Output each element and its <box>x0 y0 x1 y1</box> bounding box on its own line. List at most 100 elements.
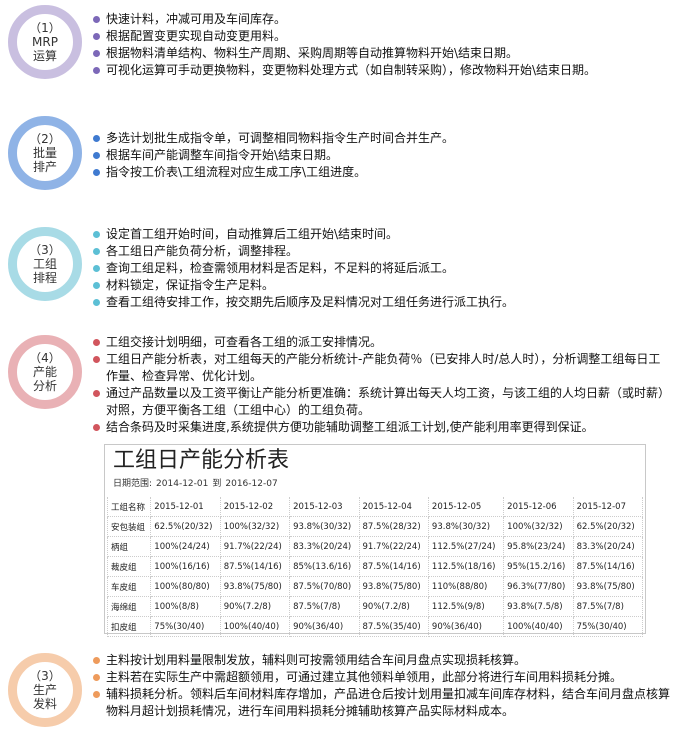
feature-list: 多选计划批生成指令单，可调整相同物料指令生产时间合并生产。 根据车间产能调整车间… <box>92 130 670 181</box>
list-item: 快速计料，冲减可用及车间库存。 <box>92 11 670 28</box>
capacity-cell: 100%(16/16) <box>150 556 221 577</box>
item-text: 通过产品数量以及工资平衡让产能分析更准确：系统计算出每天人均工资，与该工组的人均… <box>106 386 671 417</box>
group-name-cell: 安包装组 <box>106 516 152 537</box>
bullet-icon <box>93 67 100 74</box>
feature-list: 快速计料，冲减可用及车间库存。 根据配置变更实现自动变更用料。 根据物料清单结构… <box>92 11 670 79</box>
item-text: 各工组日产能负荷分析，调整排程。 <box>106 244 299 258</box>
bullet-icon <box>93 50 100 57</box>
bullet-icon <box>93 265 100 272</box>
bullet-icon <box>93 674 100 681</box>
item-text: 根据物料清单结构、物料生产周期、采购周期等自动推算物料开始\结束日期。 <box>106 46 519 60</box>
date-to: 2016-12-07 <box>225 479 278 489</box>
capacity-cell: 83.3%(20/24) <box>572 536 644 557</box>
item-text: 根据车间产能调整车间指令开始\结束日期。 <box>106 148 339 162</box>
capacity-cell: 91.7%(22/24) <box>358 536 429 557</box>
capacity-cell: 93.8%(75/80) <box>572 576 644 597</box>
list-item: 主料按计划用料量限制发放，辅料则可按需领用结合车间月盘点实现损耗核算。 <box>92 652 670 669</box>
section-number: （3） <box>29 669 61 683</box>
section-number: （1） <box>29 21 61 35</box>
capacity-cell: 100%(32/32) <box>219 516 291 537</box>
section-badge: （4） 产能 分析 <box>8 335 82 409</box>
list-item: 根据配置变更实现自动变更用料。 <box>92 28 670 45</box>
capacity-cell: 100%(32/32) <box>503 516 574 537</box>
capacity-cell: 83.3%(20/24) <box>289 536 360 557</box>
section-number: （3） <box>29 243 61 257</box>
section-title: MRP 运算 <box>32 35 58 63</box>
item-text: 主料按计划用料量限制发放，辅料则可按需领用结合车间月盘点实现损耗核算。 <box>106 653 527 667</box>
bullet-icon <box>93 390 100 397</box>
feature-list: 工组交接计划明细，可查看各工组的派工安排情况。 工组日产能分析表，对工组每天的产… <box>92 334 670 436</box>
capacity-cell: 75%(30/40) <box>150 616 221 637</box>
column-header-date: 2015-12-07 <box>572 497 644 517</box>
section-badge: （3） 生产 发料 <box>8 653 82 727</box>
list-item: 设定首工组开始时间，自动推算后工组开始\结束时间。 <box>92 226 670 243</box>
capacity-cell: 110%(88/80) <box>427 576 505 597</box>
list-item: 指令按工价表\工组流程对应生成工序\工组进度。 <box>92 164 670 181</box>
capacity-cell: 93.8%(75/80) <box>219 576 291 597</box>
bullet-icon <box>93 169 100 176</box>
item-text: 材料锁定，保证指令生产足料。 <box>106 278 275 292</box>
capacity-cell: 85%(13.6/16) <box>289 556 360 577</box>
capacity-cell: 87.5%(14/16) <box>219 556 291 577</box>
capacity-cell: 93.8%(30/32) <box>289 516 360 537</box>
item-text: 查询工组足料，检查需领用材料是否足料，不足料的将延后派工。 <box>106 261 455 275</box>
bullet-icon <box>93 299 100 306</box>
bullet-icon <box>93 231 100 238</box>
capacity-cell: 90%(7.2/8) <box>358 596 429 617</box>
capacity-cell: 112.5%(27/24) <box>427 536 505 557</box>
group-name-cell: 车皮组 <box>106 576 152 597</box>
capacity-cell: 90%(36/40) <box>427 616 505 637</box>
capacity-cell: 100%(8/8) <box>150 596 221 617</box>
item-text: 可视化运算可手动更换物料，变更物料处理方式（如自制转采购），修改物料开始\结束日… <box>106 63 597 77</box>
item-text: 工组交接计划明细，可查看各工组的派工安排情况。 <box>106 335 383 349</box>
capacity-cell: 93.8%(30/32) <box>427 516 505 537</box>
item-text: 多选计划批生成指令单，可调整相同物料指令生产时间合并生产。 <box>106 131 455 145</box>
list-item: 查询工组足料，检查需领用材料是否足料，不足料的将延后派工。 <box>92 260 670 277</box>
column-header-date: 2015-12-01 <box>150 497 221 517</box>
bullet-icon <box>93 152 100 159</box>
item-text: 设定首工组开始时间，自动推算后工组开始\结束时间。 <box>106 227 399 241</box>
date-range-label: 日期范围: <box>113 479 153 489</box>
list-item: 结合条码及时采集进度,系统提供方便功能辅助调整工组派工计划,使产能利用率更得到保… <box>92 419 670 436</box>
capacity-cell: 75%(30/40) <box>572 616 644 637</box>
capacity-cell: 95.8%(23/24) <box>503 536 574 557</box>
item-text: 快速计料，冲减可用及车间库存。 <box>106 12 287 26</box>
column-header-date: 2015-12-04 <box>358 497 429 517</box>
capacity-cell: 90%(36/40) <box>289 616 360 637</box>
list-item: 辅料损耗分析。领料后车间材料库存增加，产品进仓后按计划用量扣减车间库存材料，结合… <box>92 686 670 720</box>
list-item: 根据物料清单结构、物料生产周期、采购周期等自动推算物料开始\结束日期。 <box>92 45 670 62</box>
section-title: 工组 排程 <box>32 257 57 285</box>
column-header-date: 2015-12-02 <box>219 497 291 517</box>
capacity-cell: 91.7%(22/24) <box>219 536 291 557</box>
date-from: 2014-12-01 <box>156 479 209 489</box>
feature-list: 设定首工组开始时间，自动推算后工组开始\结束时间。 各工组日产能负荷分析，调整排… <box>92 226 670 311</box>
section-title: 产能 分析 <box>32 365 57 393</box>
group-name-cell: 柄组 <box>106 536 152 557</box>
report-title: 工组日产能分析表 <box>113 448 290 473</box>
bullet-icon <box>93 16 100 23</box>
capacity-cell: 87.5%(14/16) <box>572 556 644 577</box>
list-item: 材料锁定，保证指令生产足料。 <box>92 277 670 294</box>
capacity-cell: 93.8%(7.5/8) <box>503 596 574 617</box>
capacity-cell: 87.5%(70/80) <box>289 576 360 597</box>
capacity-cell: 93.8%(75/80) <box>358 576 429 597</box>
item-text: 查看工组待安排工作，按交期先后顺序及足料情况对工组任务进行派工执行。 <box>106 295 515 309</box>
capacity-cell: 96.3%(77/80) <box>503 576 574 597</box>
item-text: 指令按工价表\工组流程对应生成工序\工组进度。 <box>106 165 367 179</box>
capacity-cell: 90%(7.2/8) <box>219 596 291 617</box>
bullet-icon <box>93 135 100 142</box>
capacity-cell: 87.5%(7/8) <box>289 596 360 617</box>
section-title: 批量 排产 <box>32 146 57 174</box>
section-number: （4） <box>29 351 61 365</box>
capacity-cell: 100%(40/40) <box>503 616 574 637</box>
capacity-cell: 62.5%(20/32) <box>150 516 221 537</box>
group-name-cell: 裁皮组 <box>106 556 152 577</box>
